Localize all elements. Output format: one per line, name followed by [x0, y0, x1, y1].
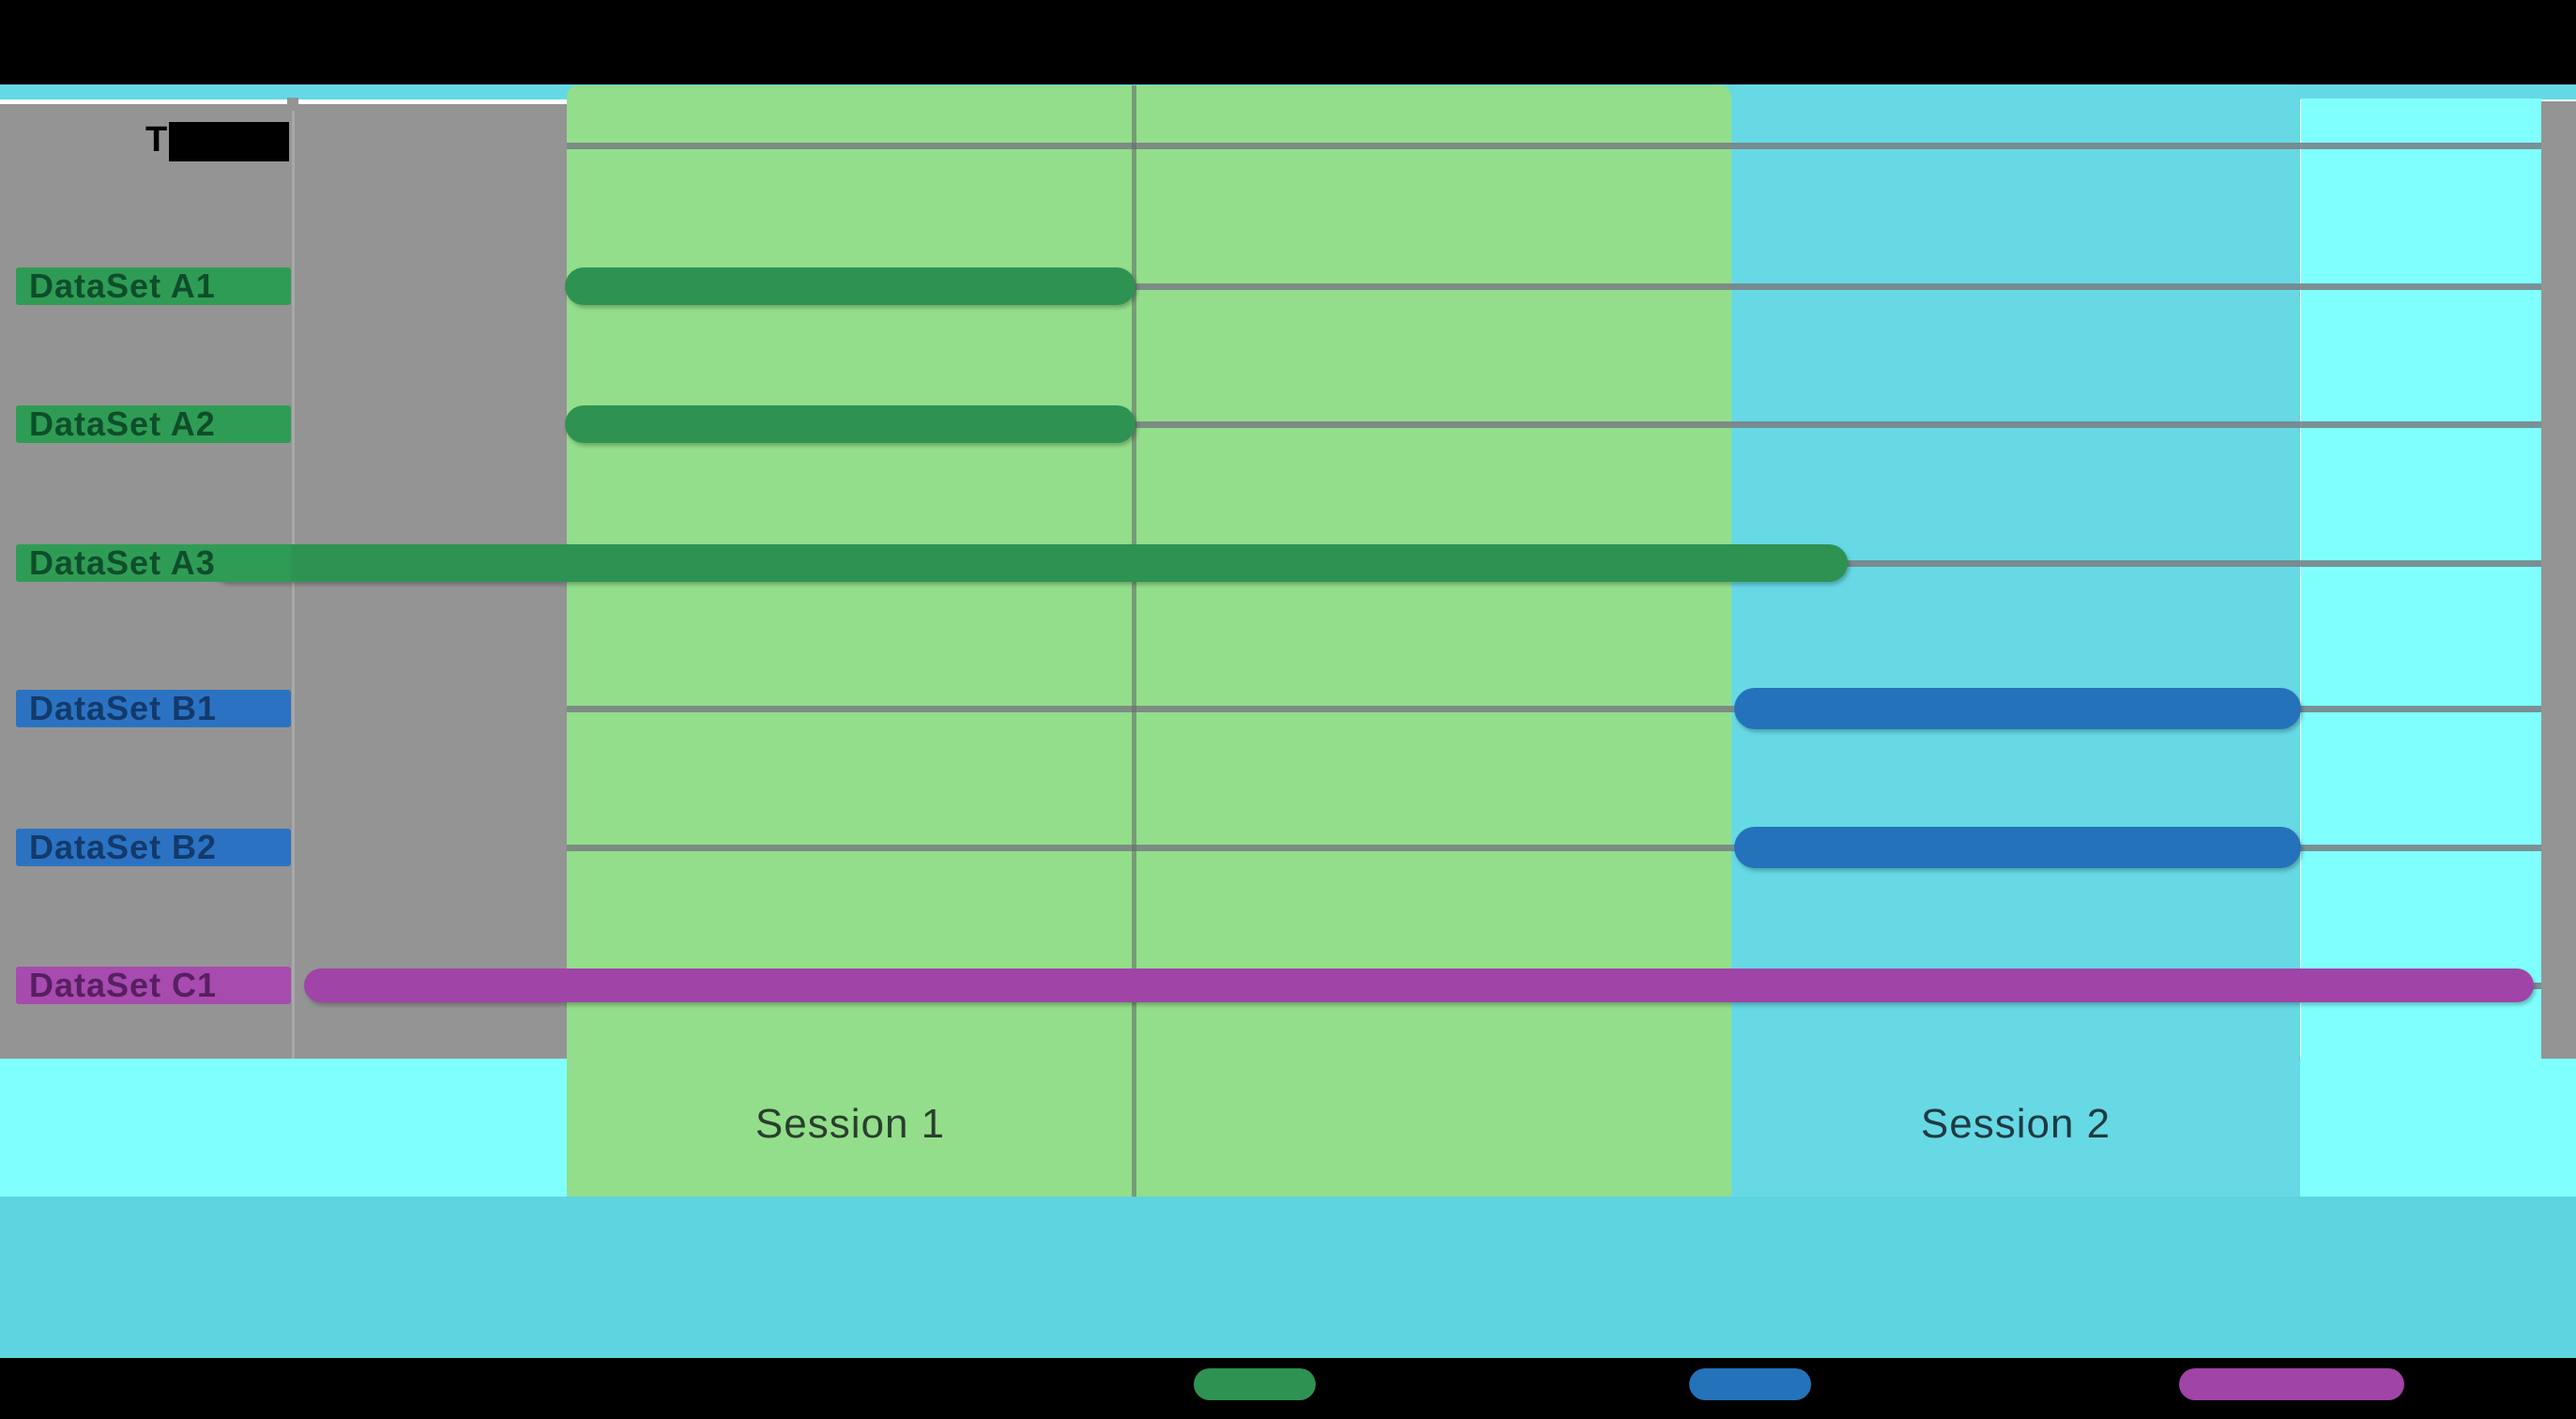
session1-label-text: Session 1: [755, 1101, 946, 1147]
session2-label-text: Session 2: [1920, 1101, 2111, 1147]
row-label-dataset-b2: DataSet B2: [16, 829, 291, 866]
session2-band: [1731, 85, 2300, 1197]
right-gray-panel: [2541, 101, 2576, 1059]
gantt-bar-dataset-b1: [1734, 688, 2301, 729]
row-label-dataset-b1: DataSet B1: [16, 690, 291, 727]
row-label-dataset-a3: DataSet A3: [16, 544, 291, 582]
session1-end-marker-line: [1132, 85, 1136, 1197]
session1-label: Session 1: [567, 1096, 1134, 1152]
axis-title-redaction-box: [169, 122, 289, 161]
legend-swatch-series-c: [2179, 1368, 2404, 1400]
gridline-row-4: [567, 706, 2541, 712]
session1-band: [567, 85, 1731, 1197]
row-label-dataset-a1: DataSet A1: [16, 267, 291, 305]
gridline-row-0: [567, 143, 2541, 149]
gantt-bar-dataset-c1: [304, 969, 2534, 1002]
row-label-dataset-a2: DataSet A2: [16, 405, 291, 443]
gantt-bar-dataset-a2: [565, 405, 1136, 443]
top-redaction-bar: [0, 0, 2576, 84]
gantt-bar-dataset-b2: [1734, 827, 2301, 868]
session2-label: Session 2: [1731, 1096, 2300, 1152]
gantt-bar-dataset-a1: [565, 267, 1136, 305]
label-column-top-notch: [287, 98, 298, 111]
row-label-dataset-c1: DataSet C1: [16, 967, 291, 1004]
axis-title-fragment: T: [145, 120, 168, 160]
gridline-row-1: [567, 283, 2541, 290]
legend-swatch-series-a: [1194, 1368, 1316, 1400]
bottom-cyan-band: [0, 1197, 2576, 1358]
gantt-bar-dataset-a3: [210, 544, 1848, 582]
bright-cyan-band: [2301, 99, 2541, 1197]
gridline-row-2: [567, 421, 2541, 428]
gridline-row-5: [567, 845, 2541, 851]
legend-swatch-series-b: [1689, 1368, 1811, 1400]
